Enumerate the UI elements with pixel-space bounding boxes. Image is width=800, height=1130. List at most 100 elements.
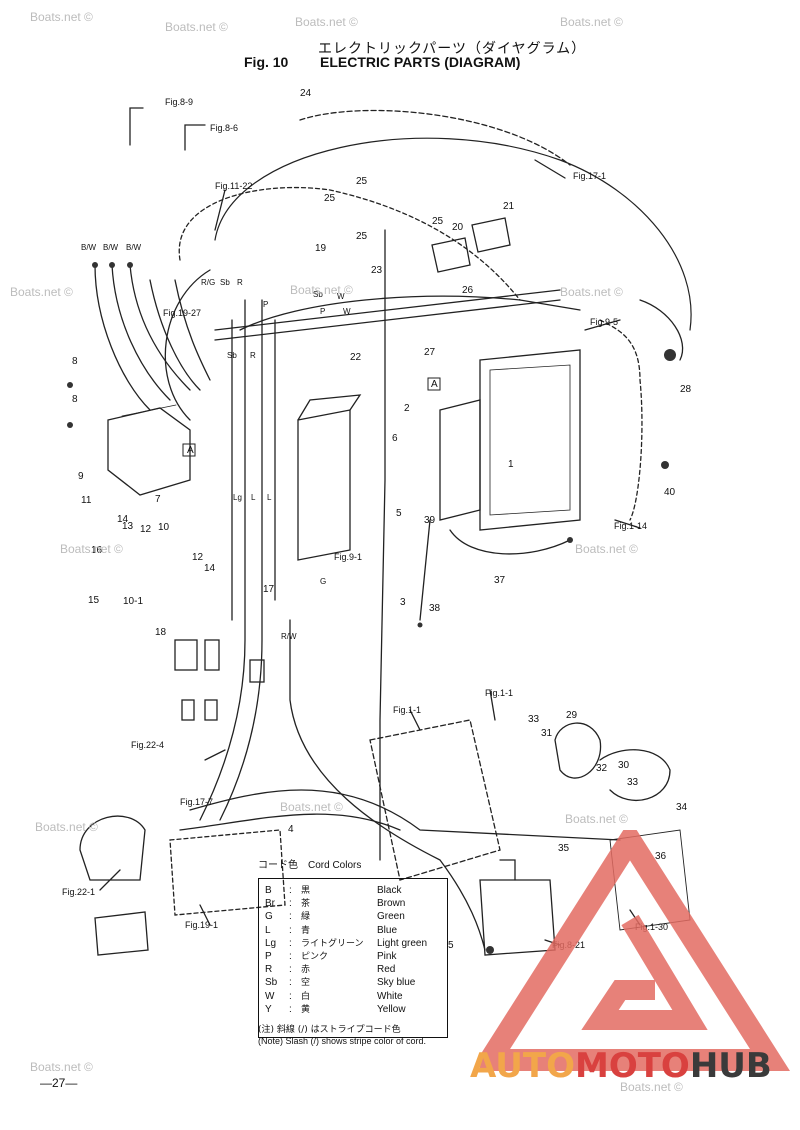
wire-color-label: Lg [233,493,242,502]
note-japanese: (注) 斜線 (/) はストライプコード色 [258,1025,401,1035]
watermark-text: Boats.net © [295,15,358,29]
callout-number: 30 [618,760,630,771]
figure-reference: Fig.22-1 [62,887,96,897]
wire-color-label: G [320,577,327,586]
logo-text-moto: MOTO [574,1046,690,1086]
callout-number: 35 [558,843,570,854]
callout-number: 36 [655,851,667,862]
legend-separator: : [289,898,292,910]
legend-japanese: 黄 [301,1004,311,1015]
callout-number: 38 [429,603,441,614]
legend-code: G [265,911,273,923]
figure-reference: Fig.9-5 [590,317,619,327]
legend-code: Lg [265,937,277,949]
legend-english: Black [377,885,402,896]
wire-color-label: P [320,307,326,316]
figure-reference: Fig.19-1 [185,920,219,930]
wire-color-label: P [263,300,269,309]
figure-reference: Fig.8-6 [210,123,239,133]
automotohub-logo [480,830,790,1071]
callout-number: 14 [204,563,216,574]
wire-color-label: Sb [227,351,237,360]
wire-color-label: L [251,493,256,502]
watermark-text: Boats.net © [30,1060,93,1074]
callout-number: 23 [371,265,383,276]
callout-number: 12 [192,552,204,563]
wire-color-label: R [250,351,256,360]
callout-number: 10-1 [123,596,144,607]
callout-number: 5 [396,508,402,519]
callout-number: 39 [424,515,436,526]
wire-color-label: W [337,292,345,301]
wire-color-label: R/W [281,632,297,641]
watermark-text: Boats.net © [30,10,93,24]
callout-number: 8 [72,394,78,405]
callout-number: 31 [541,728,553,739]
callout-number: 14 [117,514,129,525]
wire-color-label: Sb [220,278,230,287]
legend-japanese: 空 [301,978,311,989]
legend-english: Green [377,911,405,923]
legend-code: Sb [265,977,278,989]
legend-code: Br [265,898,275,910]
watermark-text: Boats.net © [575,542,638,556]
watermark-text: Boats.net © [35,820,98,834]
callout-number: 25 [432,216,444,227]
watermark-text: Boats.net © [60,542,123,556]
legend-separator: : [289,964,292,976]
legend-separator: : [289,951,292,962]
wire-color-label: Sb [313,290,323,299]
callout-number: 4 [288,824,294,835]
watermark-text: Boats.net © [280,800,343,814]
callout-number: 32 [596,763,608,774]
watermark-text: Boats.net © [290,283,353,297]
legend-separator: : [289,885,292,896]
watermark-text: Boats.net © [560,15,623,29]
callout-number: 18 [155,627,167,638]
wire-color-label: R/G [201,278,216,287]
legend-japanese: 青 [301,925,311,936]
figure-reference: Fig.17-7 [180,797,214,807]
callout-number: 25 [324,193,336,204]
wire-color-label: R [237,278,243,287]
wire-color-label: B/W [126,243,142,252]
figure-reference: Fig.8-9 [165,97,194,107]
callout-number: 34 [676,802,688,813]
figure-reference: Fig.11-22 [215,181,253,191]
callout-number: 25 [356,176,368,187]
callout-number: 6 [392,433,398,444]
legend-separator: : [289,990,292,1002]
callout-number: 1 [508,459,514,470]
watermark-text: Boats.net © [565,812,628,826]
callout-number: 19 [315,243,327,254]
wire-color-label: W [343,307,351,316]
marker-a-label: A [187,445,194,456]
callout-number: 22 [350,352,362,363]
legend-japanese: ピンク [301,952,329,962]
callout-number: 37 [494,575,506,586]
watermark-text: Boats.net © [10,285,73,299]
callout-number: 13 [122,521,134,532]
callout-number: 28 [680,384,692,395]
figure-number: Fig. 10 [244,54,289,70]
callout-number: 9 [78,471,84,482]
legend-japanese: 黒 [301,886,311,896]
legend-separator: : [289,1003,292,1015]
callout-number: 20 [452,222,464,233]
legend-code: L [265,924,271,936]
callout-number: 15 [88,595,100,606]
legend-japanese: 白 [301,991,311,1002]
callout-number: 3 [400,597,406,608]
watermark-text: Boats.net © [165,20,228,34]
callout-number: 8 [72,356,78,367]
legend-english: Sky blue [377,977,416,989]
